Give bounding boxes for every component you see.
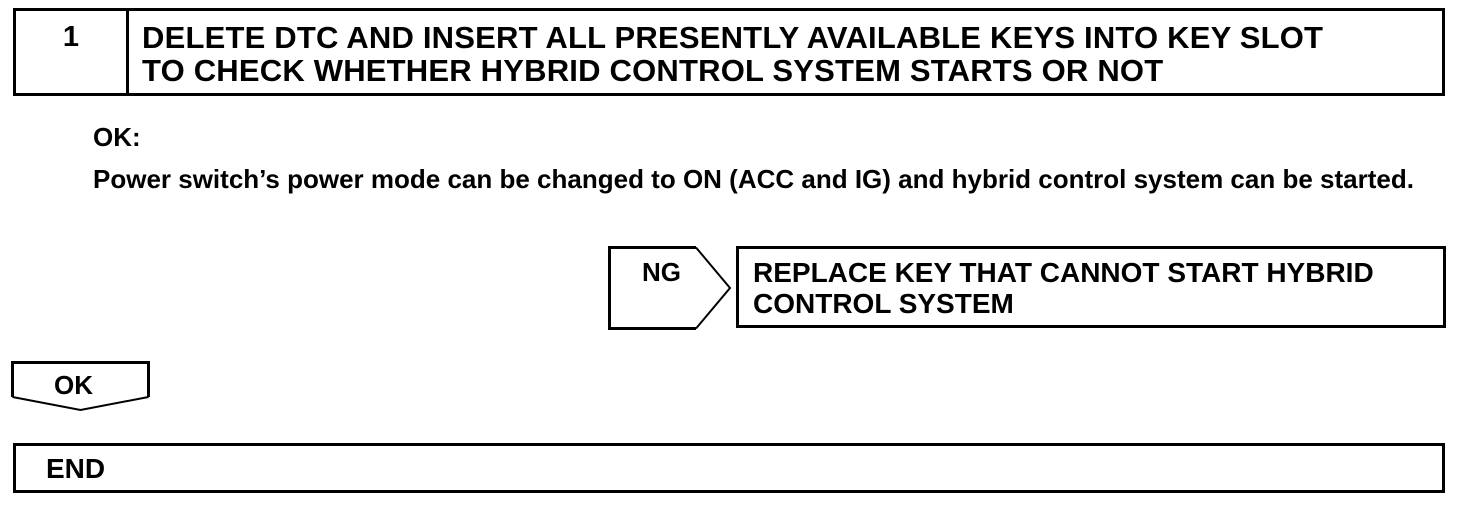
ok-branch-label: OK — [54, 370, 93, 400]
ng-action-text: REPLACE KEY THAT CANNOT START HYBRID CON… — [753, 257, 1443, 319]
step-number: 1 — [62, 21, 80, 53]
ng-arrow-shape — [608, 246, 732, 330]
ok-result-label: OK: — [93, 122, 141, 152]
step-title-line-2: TO CHECK WHETHER HYBRID CONTROL SYSTEM S… — [142, 53, 1164, 88]
end-label: END — [46, 453, 106, 484]
step-title-line-1: DELETE DTC AND INSERT ALL PRESENTLY AVAI… — [142, 20, 1324, 55]
ng-action-line-1: REPLACE KEY THAT CANNOT START HYBRID — [753, 257, 1374, 288]
ok-down-arrow-shape — [11, 361, 150, 412]
ng-action-line-2: CONTROL SYSTEM — [753, 288, 1014, 319]
end-box: END — [13, 443, 1445, 493]
step-title: DELETE DTC AND INSERT ALL PRESENTLY AVAI… — [142, 21, 1432, 87]
step-number-cell: 1 — [16, 11, 129, 93]
step-header-box: 1 DELETE DTC AND INSERT ALL PRESENTLY AV… — [13, 8, 1445, 96]
ng-label: NG — [642, 257, 681, 287]
ok-result-description: Power switch’s power mode can be changed… — [93, 164, 1414, 194]
ng-action-box: REPLACE KEY THAT CANNOT START HYBRID CON… — [736, 246, 1446, 328]
